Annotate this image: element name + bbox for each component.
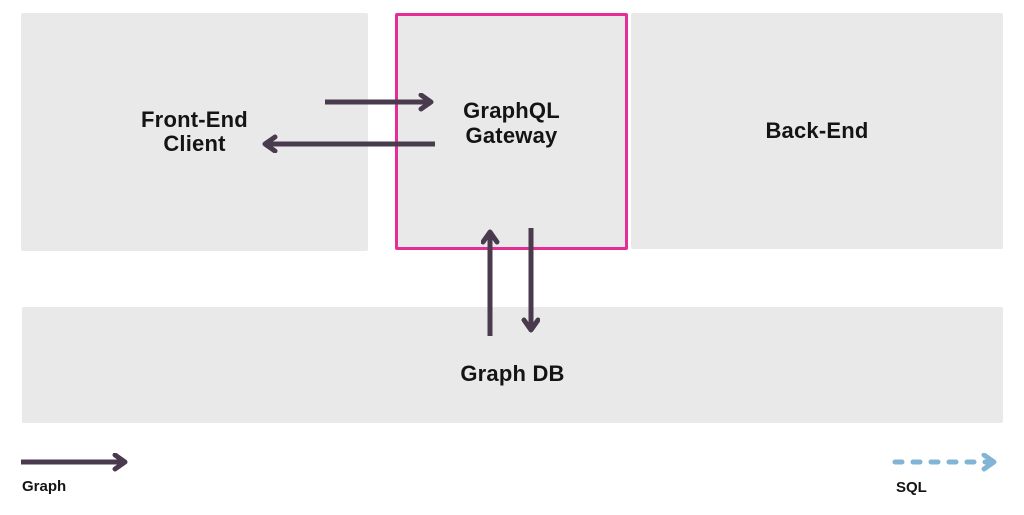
back-end-label: Back-End [765, 117, 869, 143]
node-graphql-gateway: GraphQL Gateway [395, 13, 628, 250]
graph-db-label: Graph DB [460, 360, 565, 386]
front-end-client-label: Front-End Client [141, 106, 248, 156]
graphql-gateway-label: GraphQL Gateway [463, 98, 560, 148]
node-back-end: Back-End [631, 13, 1003, 249]
legend-sql-label: SQL [896, 479, 927, 496]
node-graph-db: Graph DB [22, 307, 1003, 423]
node-front-end-client: Front-End Client [21, 13, 368, 251]
legend-graph-label: Graph [22, 478, 67, 495]
